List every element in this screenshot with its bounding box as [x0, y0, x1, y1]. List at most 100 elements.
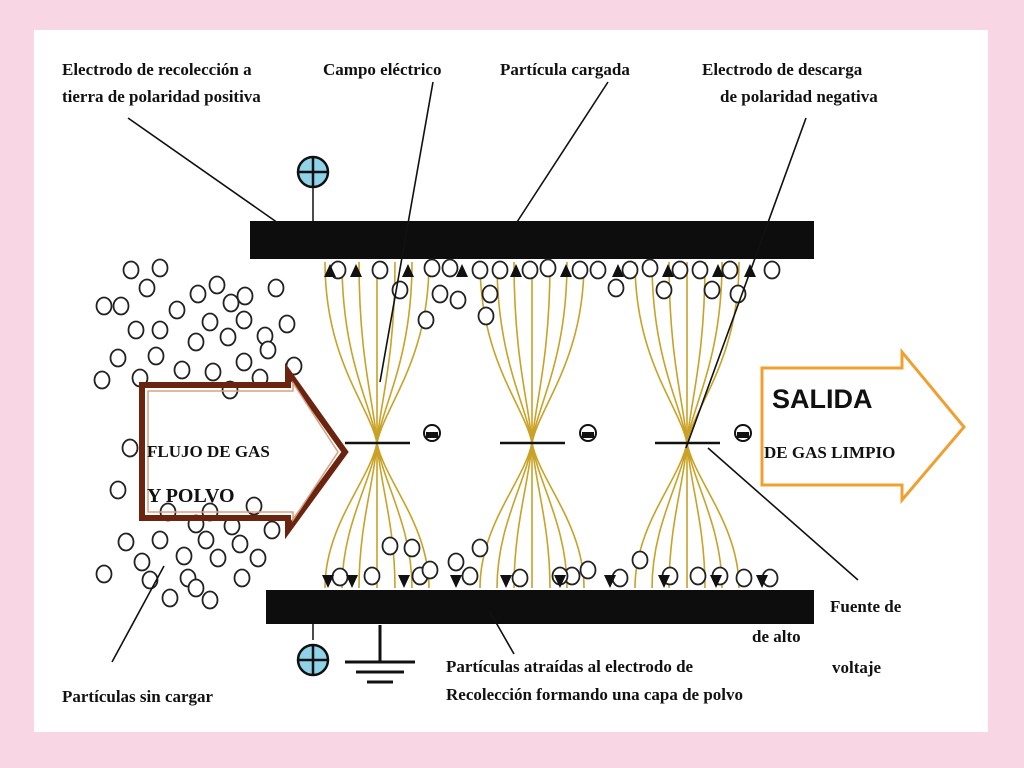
leader-line-uncharged — [111, 565, 165, 663]
arrowhead-up — [662, 264, 674, 277]
dust-particle — [278, 314, 296, 334]
dust-particle — [187, 578, 205, 598]
leader-line-discharge — [685, 117, 807, 449]
dust-particle — [141, 570, 159, 590]
field-line — [358, 261, 378, 589]
dust-particle — [491, 260, 509, 280]
dust-particle — [461, 566, 479, 586]
arrowhead-down — [450, 575, 462, 588]
collector-label-line1: Electrodo de recolección a — [62, 60, 252, 79]
attracted-label-line2: Recolección formando una capa de polvo — [446, 685, 743, 704]
flow-label-line1: FLUJO DE GAS — [147, 442, 270, 461]
dust-particle — [423, 258, 441, 278]
dust-particle — [417, 310, 435, 330]
inlet-arrow — [139, 362, 349, 540]
dust-particle — [641, 258, 659, 278]
dust-particle — [173, 360, 191, 380]
arrowhead-up — [612, 264, 624, 277]
dust-particle — [175, 546, 193, 566]
top-collector-electrode — [250, 221, 814, 259]
field-line — [634, 261, 688, 589]
dust-particle — [539, 258, 557, 278]
field-line — [531, 261, 551, 589]
flow-label-line2: Y POLVO — [147, 485, 235, 507]
dust-particle — [109, 348, 127, 368]
dust-particle — [133, 552, 151, 572]
dust-particle — [447, 552, 465, 572]
dust-particle — [421, 560, 439, 580]
dust-particle — [204, 362, 222, 382]
dust-particle — [611, 568, 629, 588]
charged-label: Partícula cargada — [500, 60, 630, 79]
leader-line-source — [707, 447, 859, 581]
field-line — [513, 261, 533, 589]
leader-line-field — [379, 81, 434, 383]
arrowhead-down — [398, 575, 410, 588]
dust-particle — [471, 538, 489, 558]
dust-particle — [122, 260, 140, 280]
dust-particle — [161, 588, 179, 608]
leader-line-attracted — [489, 611, 515, 655]
dust-particle — [249, 548, 267, 568]
dust-particle — [138, 278, 156, 298]
arrowhead-up — [456, 264, 468, 277]
dust-particle — [233, 568, 251, 588]
outlet-arrow — [760, 347, 966, 505]
dust-particle — [201, 590, 219, 610]
dust-particle — [197, 530, 215, 550]
plus-symbol-icon — [296, 643, 330, 677]
dust-particle — [245, 496, 263, 516]
dust-particle — [222, 293, 240, 313]
dust-particle — [655, 280, 673, 300]
dust-particle — [571, 260, 589, 280]
dust-particle — [579, 560, 597, 580]
dust-particle — [589, 260, 607, 280]
dust-particle — [127, 320, 145, 340]
dust-particle — [201, 312, 219, 332]
field-line — [668, 261, 688, 589]
discharge-label-line2: de polaridad negativa — [720, 87, 878, 106]
attracted-label-line1: Partículas atraídas al electrodo de — [446, 657, 694, 676]
uncharged-label: Partículas sin cargar — [62, 687, 214, 706]
dust-particle — [481, 284, 499, 304]
dust-particle — [511, 568, 529, 588]
ground-symbol-icon — [345, 625, 415, 684]
arrowhead-down — [710, 575, 722, 588]
dust-particle — [189, 284, 207, 304]
field-line — [324, 261, 378, 589]
dust-particle — [471, 260, 489, 280]
dust-particle — [267, 278, 285, 298]
field-arrowheads — [322, 264, 768, 588]
charged-particles — [423, 424, 752, 442]
arrowhead-up — [324, 264, 336, 277]
dust-particle — [95, 296, 113, 316]
dust-particle — [331, 567, 349, 587]
dust-particle — [117, 532, 135, 552]
dust-particle — [477, 306, 495, 326]
dust-particle — [703, 280, 721, 300]
dust-particle — [691, 260, 709, 280]
dust-particle — [621, 260, 639, 280]
field-line — [686, 261, 706, 589]
dust-particle — [263, 520, 281, 540]
arrowhead-down — [554, 575, 566, 588]
arrowhead-down — [658, 575, 670, 588]
arrowhead-up — [712, 264, 724, 277]
discharge-label-line1: Electrodo de descarga — [702, 60, 863, 79]
dust-particle — [112, 296, 130, 316]
dust-particle — [236, 286, 254, 306]
arrowhead-down — [756, 575, 768, 588]
dust-particle — [147, 346, 165, 366]
dust-particle — [735, 568, 753, 588]
arrowhead-up — [402, 264, 414, 277]
charged-particle-icon — [734, 424, 752, 442]
exit-label-line1: SALIDA — [772, 384, 873, 414]
charged-particle-icon — [423, 424, 441, 442]
collector-label-line2: tierra de polaridad positiva — [62, 87, 261, 106]
dust-particle — [151, 530, 169, 550]
source-label-line3: voltaje — [832, 658, 882, 677]
dust-particle — [403, 538, 421, 558]
dust-particle — [235, 352, 253, 372]
dust-particle — [371, 260, 389, 280]
